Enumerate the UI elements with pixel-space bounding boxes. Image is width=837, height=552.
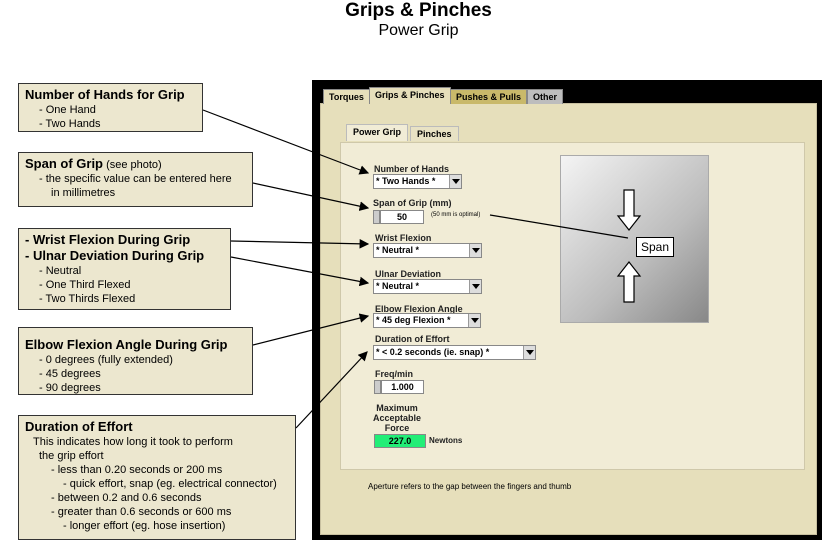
subtab-power-grip[interactable]: Power Grip — [346, 124, 409, 141]
duration-label: Duration of Effort — [375, 334, 450, 344]
tab-grips-pinches[interactable]: Grips & Pinches — [369, 87, 451, 104]
callout-wrist: - Wrist Flexion During Grip - Ulnar Devi… — [18, 228, 231, 310]
hands-select[interactable]: * Two Hands * — [373, 174, 462, 189]
callout-note: (see photo) — [106, 159, 162, 171]
elbow-select[interactable]: * 45 deg Flexion * — [373, 313, 481, 328]
wrist-value: * Neutral * — [376, 245, 420, 255]
callout-title: - Wrist Flexion During Grip — [25, 232, 191, 247]
callout-elbow: Elbow Flexion Angle During Grip - 0 degr… — [18, 327, 253, 395]
chevron-down-icon[interactable] — [469, 280, 481, 293]
force-unit: Newtons — [429, 436, 463, 445]
callout-item: This indicates how long it took to perfo… — [33, 436, 233, 448]
callout-item: - less than 0.20 seconds or 200 ms — [51, 464, 223, 476]
span-label: Span of Grip (mm) — [373, 198, 452, 208]
span-input[interactable]: 50 — [380, 210, 424, 224]
force-label: Maximum Acceptable Force — [372, 403, 422, 433]
callout-item: - the specific value can be entered here — [39, 173, 232, 185]
callout-item: - 90 degrees — [39, 382, 101, 394]
callout-hands: Number of Hands for Grip - One Hand - Tw… — [18, 83, 203, 132]
tab-torques[interactable]: Torques — [323, 89, 370, 104]
span-photo-label: Span — [636, 237, 675, 257]
elbow-value: * 45 deg Flexion * — [376, 315, 451, 325]
callout-item: - quick effort, snap (eg. electrical con… — [63, 478, 277, 490]
duration-value: * < 0.2 seconds (ie. snap) * — [376, 347, 490, 357]
callout-item: - between 0.2 and 0.6 seconds — [51, 492, 202, 504]
callout-item: - 45 degrees — [39, 368, 101, 380]
span-note: (50 mm is optimal) — [431, 212, 481, 218]
chevron-down-icon[interactable] — [469, 244, 481, 257]
ulnar-value: * Neutral * — [376, 281, 420, 291]
callout-title: Number of Hands for Grip — [25, 87, 185, 102]
wrist-label: Wrist Flexion — [375, 233, 432, 243]
hands-label: Number of Hands — [374, 164, 450, 174]
page-subtitle: Power Grip — [378, 22, 459, 39]
callout-item: - One Third Flexed — [39, 279, 131, 291]
freq-input[interactable]: 1.000 — [381, 380, 424, 394]
callout-item: - One Hand — [39, 104, 96, 116]
hands-value: * Two Hands * — [376, 176, 436, 186]
wrist-select[interactable]: * Neutral * — [373, 243, 482, 258]
chevron-down-icon[interactable] — [523, 346, 535, 359]
tab-other[interactable]: Other — [527, 89, 564, 104]
callout-title: Elbow Flexion Angle During Grip — [25, 337, 228, 352]
callout-item: in millimetres — [51, 187, 116, 199]
callout-span: Span of Grip (see photo) - the specific … — [18, 152, 253, 207]
span-stepper[interactable] — [373, 210, 380, 224]
callout-item: - 0 degrees (fully extended) — [39, 354, 173, 366]
hand-grip-photo — [560, 155, 709, 323]
force-output: 227.0 — [374, 434, 426, 448]
callout-item: - longer effort (eg. hose insertion) — [63, 520, 226, 532]
elbow-label: Elbow Flexion Angle — [375, 304, 463, 314]
page-title: Grips & Pinches — [345, 0, 492, 21]
chevron-down-icon[interactable] — [449, 175, 461, 188]
callout-item: - Two Thirds Flexed — [39, 293, 136, 305]
duration-select[interactable]: * < 0.2 seconds (ie. snap) * — [373, 345, 536, 360]
freq-stepper[interactable] — [374, 380, 381, 394]
freq-label: Freq/min — [375, 369, 414, 379]
tab-pushes-pulls[interactable]: Pushes & Pulls — [450, 89, 528, 104]
callout-title: Duration of Effort — [25, 419, 133, 434]
callout-item: - Neutral — [39, 265, 82, 277]
callout-item: - Two Hands — [39, 118, 101, 130]
ulnar-label: Ulnar Deviation — [375, 269, 442, 279]
chevron-down-icon[interactable] — [468, 314, 480, 327]
footer-note: Aperture refers to the gap between the f… — [368, 482, 572, 491]
subtab-pinches[interactable]: Pinches — [410, 126, 459, 141]
callout-item: the grip effort — [39, 450, 104, 462]
ulnar-select[interactable]: * Neutral * — [373, 279, 482, 294]
callout-title: - Ulnar Deviation During Grip — [25, 248, 205, 263]
callout-duration: Duration of Effort This indicates how lo… — [18, 415, 296, 540]
callout-item: - greater than 0.6 seconds or 600 ms — [51, 506, 232, 518]
callout-title: Span of Grip — [25, 156, 103, 171]
